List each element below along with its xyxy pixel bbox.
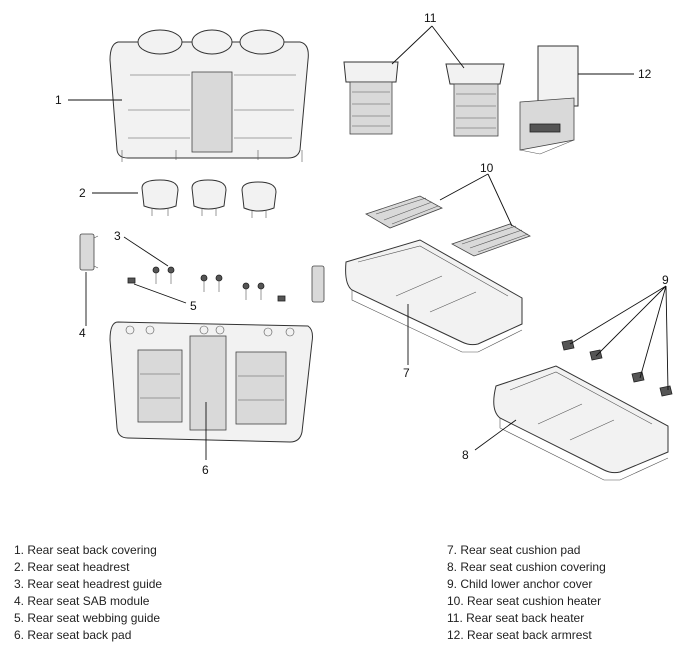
exploded-parts-diagram: 1 2 3 4 5 6 7 8 9 10 11 12 (55, 11, 673, 481)
armrest-drawing (519, 45, 579, 155)
legend-item: 1. Rear seat back covering (14, 543, 157, 557)
guides-drawing (127, 266, 286, 302)
callout-1: 1 (55, 93, 62, 107)
callout-7: 7 (403, 366, 410, 380)
legend-item: 11. Rear seat back heater (447, 611, 585, 625)
legend-item: 9. Child lower anchor cover (447, 577, 593, 591)
legend-item: 4. Rear seat SAB module (14, 594, 150, 608)
seat-back-heaters-drawing (343, 61, 505, 137)
callout-labels: 1 2 3 4 5 6 7 8 9 10 11 12 (55, 11, 669, 477)
callout-2: 2 (79, 186, 86, 200)
seat-back-pad-drawing (109, 321, 313, 443)
headrests-drawing (141, 179, 277, 218)
callout-4: 4 (79, 326, 86, 340)
legend-item: 10. Rear seat cushion heater (447, 594, 602, 608)
callout-11: 11 (424, 11, 437, 25)
legend-item: 8. Rear seat cushion covering (447, 560, 606, 574)
callout-8: 8 (462, 448, 469, 462)
cushion-pad-drawing (345, 239, 523, 353)
legend-item: 7. Rear seat cushion pad (447, 543, 581, 557)
legend-item: 12. Rear seat back armrest (447, 628, 592, 642)
callout-5: 5 (190, 299, 197, 313)
callout-10: 10 (480, 161, 494, 175)
legend-left: 1. Rear seat back covering 2. Rear seat … (14, 542, 162, 644)
seat-back-covering-drawing (109, 29, 309, 162)
callout-9: 9 (662, 273, 669, 287)
cushion-covering-drawing (493, 365, 669, 481)
callout-12: 12 (638, 67, 652, 81)
legend-right: 7. Rear seat cushion pad 8. Rear seat cu… (447, 542, 606, 644)
legend-item: 2. Rear seat headrest (14, 560, 130, 574)
legend-item: 6. Rear seat back pad (14, 628, 132, 642)
leader-lines (68, 25, 669, 460)
legend-item: 5. Rear seat webbing guide (14, 611, 161, 625)
legend-item: 3. Rear seat headrest guide (14, 577, 163, 591)
callout-3: 3 (114, 229, 121, 243)
cushion-heaters-drawing (365, 195, 531, 257)
callout-6: 6 (202, 463, 209, 477)
sab-module-drawing (79, 233, 325, 303)
